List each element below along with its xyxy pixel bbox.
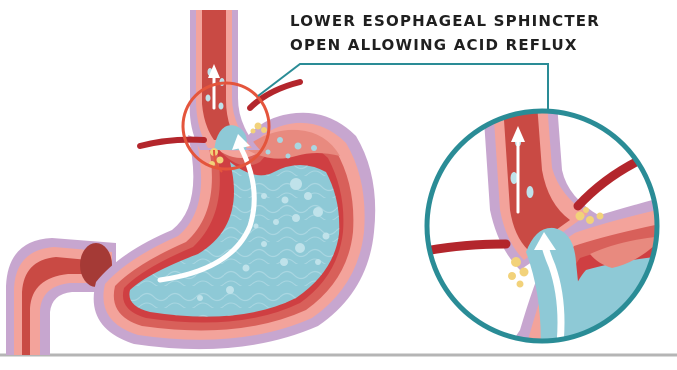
esophagus [190, 10, 260, 150]
stomach-illustration [6, 10, 375, 355]
callout-leader-line [258, 64, 548, 112]
teal-zoom-circle-icon [420, 90, 677, 360]
callout-line-1: LOWER ESOPHAGEAL SPHINCTER [290, 9, 670, 33]
callout-label: LOWER ESOPHAGEAL SPHINCTER OPEN ALLOWING… [290, 9, 670, 57]
callout-line-2: OPEN ALLOWING ACID REFLUX [290, 33, 670, 57]
